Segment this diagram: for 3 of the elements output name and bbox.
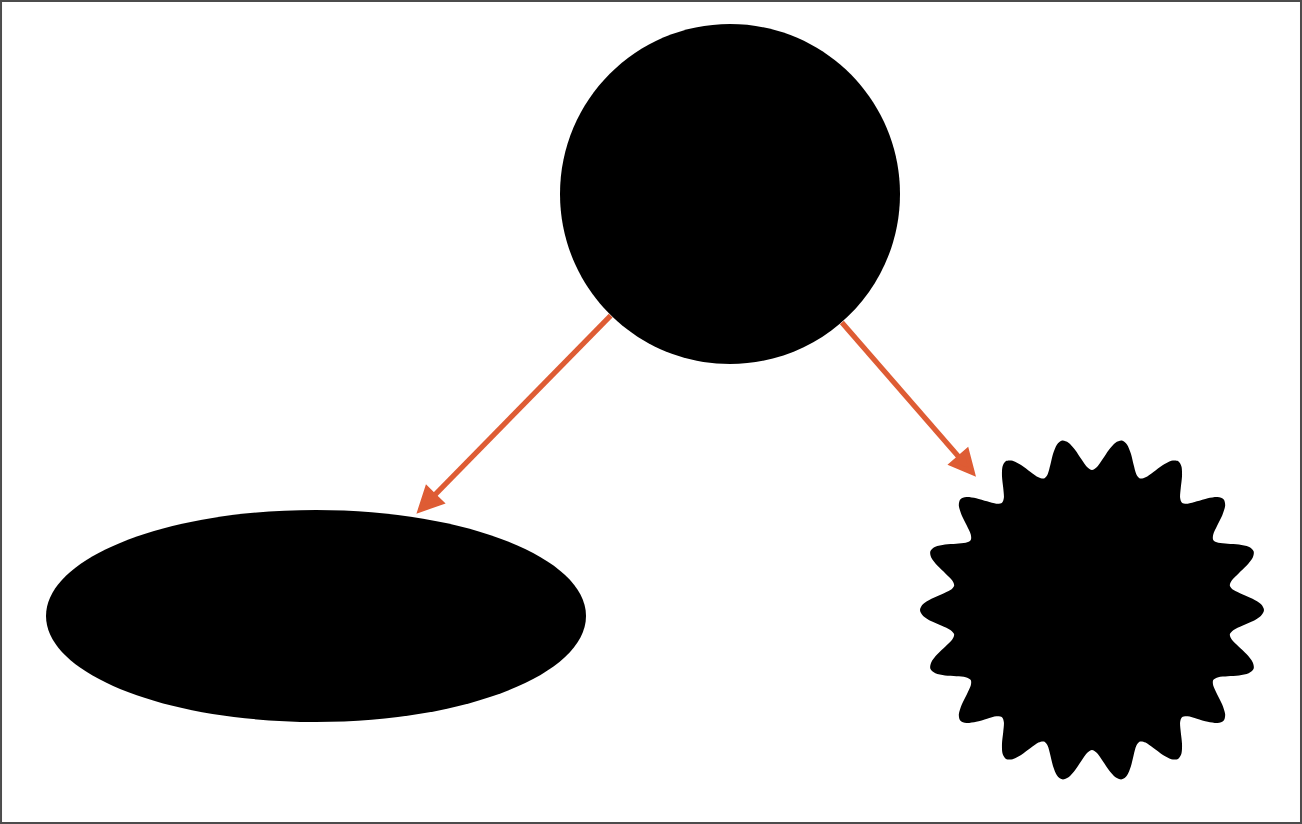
- ellipse: [46, 510, 586, 722]
- circle: [560, 24, 900, 364]
- gear-shape: [920, 440, 1264, 780]
